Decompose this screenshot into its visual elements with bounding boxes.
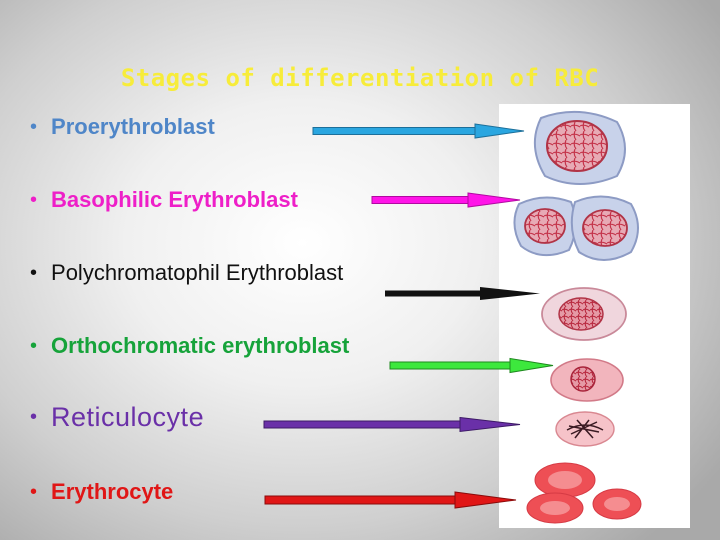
stage-label: Polychromatophil Erythroblast [51, 260, 344, 285]
stage-reticulocyte: • Reticulocyte [30, 402, 204, 432]
rbc-cells-illustration [513, 110, 642, 524]
arrow-basophilic-erythroblast-icon [371, 192, 521, 208]
bullet-dot: • [30, 335, 38, 357]
stage-erythrocyte: • Erythrocyte [30, 477, 173, 507]
slide-title: Stages of differentiation of RBC [120, 64, 600, 92]
stage-basophilic-erythroblast: • Basophilic Erythroblast [30, 185, 298, 215]
stage-label: Basophilic Erythroblast [51, 187, 298, 212]
arrow-polychromatophil-erythroblast-icon [385, 287, 540, 300]
polychromatophil-erythroblast-cell-icon [541, 287, 627, 341]
bullet-dot: • [30, 481, 38, 503]
reticulocyte-cell-icon [555, 411, 615, 447]
arrow-erythrocyte-icon [264, 491, 517, 509]
stage-orthochromatic-erythroblast: • Orthochromatic erythroblast [30, 331, 349, 361]
stage-label: Proerythroblast [51, 114, 215, 139]
stage-proerythroblast: • Proerythroblast [30, 112, 215, 142]
erythrocyte-cells-icon [526, 462, 642, 524]
basophilic-erythroblast-cell-icon [513, 195, 639, 261]
cell-illustration-panel [499, 104, 690, 528]
bullet-dot: • [30, 406, 38, 428]
proerythroblast-cell-icon [534, 110, 626, 185]
stage-label: Orthochromatic erythroblast [51, 333, 350, 358]
stage-label: Erythrocyte [51, 479, 174, 504]
bullet-dot: • [30, 262, 38, 284]
bullet-dot: • [30, 189, 38, 211]
stage-label: Reticulocyte [51, 401, 205, 432]
arrow-reticulocyte-icon [263, 416, 521, 433]
arrow-proerythroblast-icon [312, 123, 525, 139]
arrow-orthochromatic-erythroblast-icon [389, 357, 554, 374]
stage-polychromatophil-erythroblast: • Polychromatophil Erythroblast [30, 258, 343, 288]
orthochromatic-erythroblast-cell-icon [550, 358, 624, 402]
bullet-dot: • [30, 116, 38, 138]
